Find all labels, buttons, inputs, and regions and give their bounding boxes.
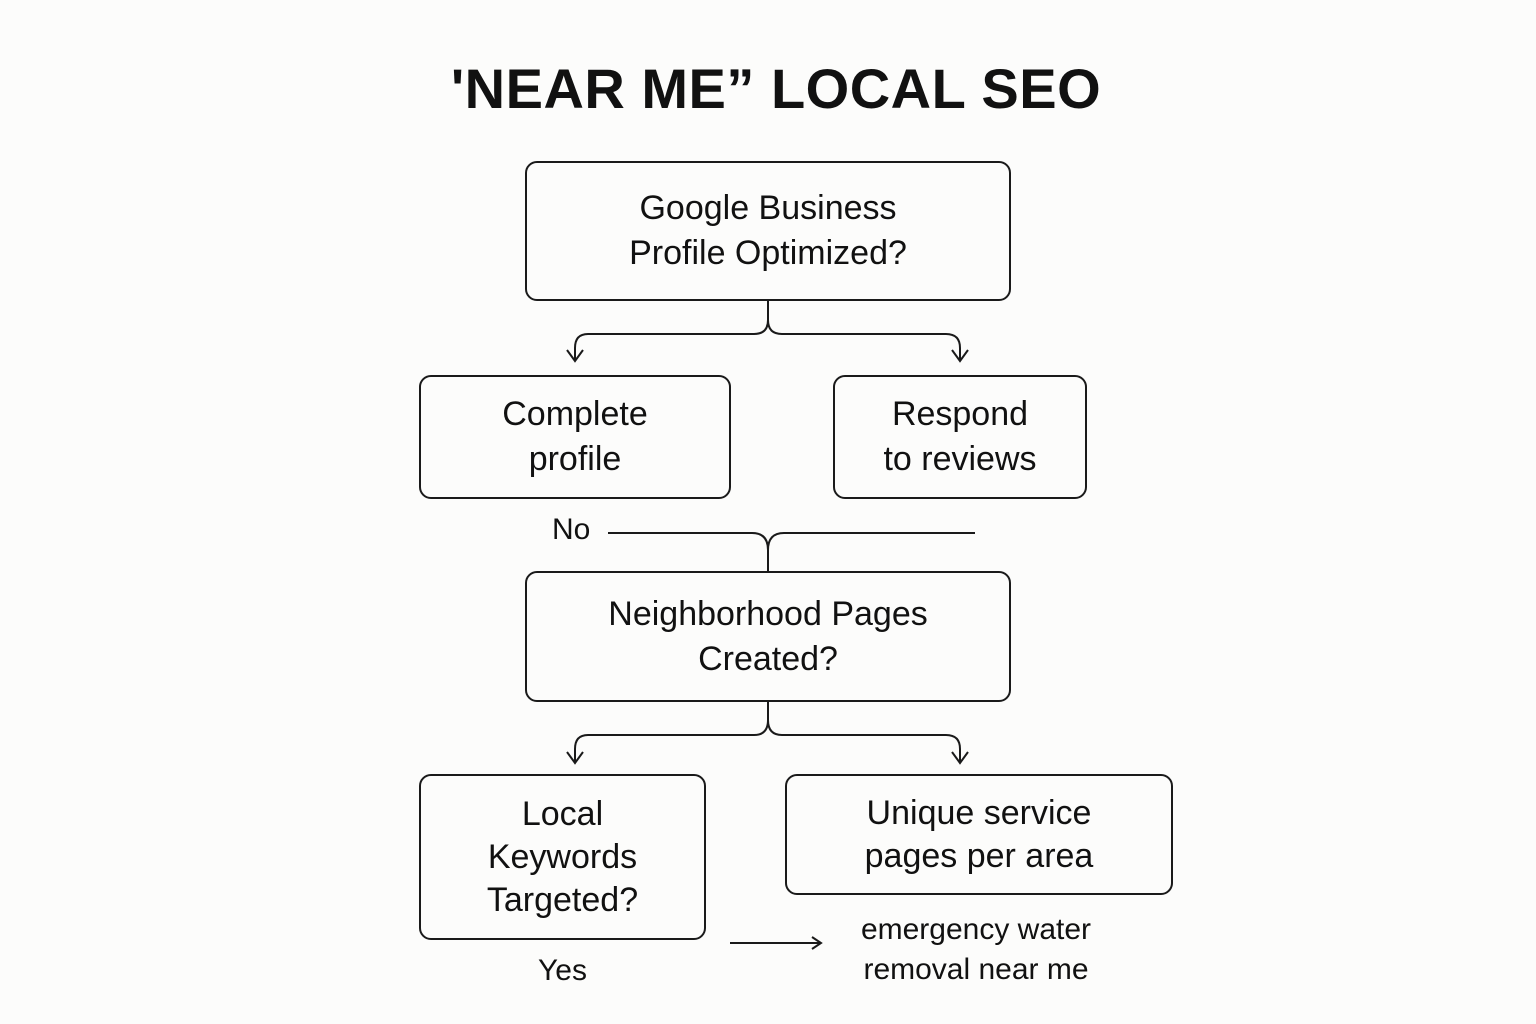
arrow-head-icon	[566, 751, 584, 765]
connector-neighborhood-split	[574, 700, 961, 762]
node-complete-profile: Complete profile	[419, 375, 731, 499]
connector-merge	[608, 532, 975, 572]
node-gbp-optimized: Google Business Profile Optimized?	[525, 161, 1011, 301]
arrow-head-icon	[951, 751, 969, 765]
node-respond-reviews: Respond to reviews	[833, 375, 1087, 499]
node-local-keywords: Local Keywords Targeted?	[419, 774, 706, 940]
connector-gbp-split	[574, 300, 961, 360]
node-neighborhood-pages: Neighborhood Pages Created?	[525, 571, 1011, 702]
label-no: No	[552, 513, 591, 546]
diagram-title: 'NEAR ME” LOCAL SEO	[450, 57, 1102, 120]
arrow-head-icon	[951, 349, 969, 363]
node-unique-pages: Unique service pages per area	[785, 774, 1173, 895]
label-example-query: emergency water removal near me	[860, 913, 1092, 986]
label-yes: Yes	[538, 954, 587, 987]
arrow-to-example	[730, 936, 823, 950]
arrow-head-icon	[566, 349, 584, 363]
